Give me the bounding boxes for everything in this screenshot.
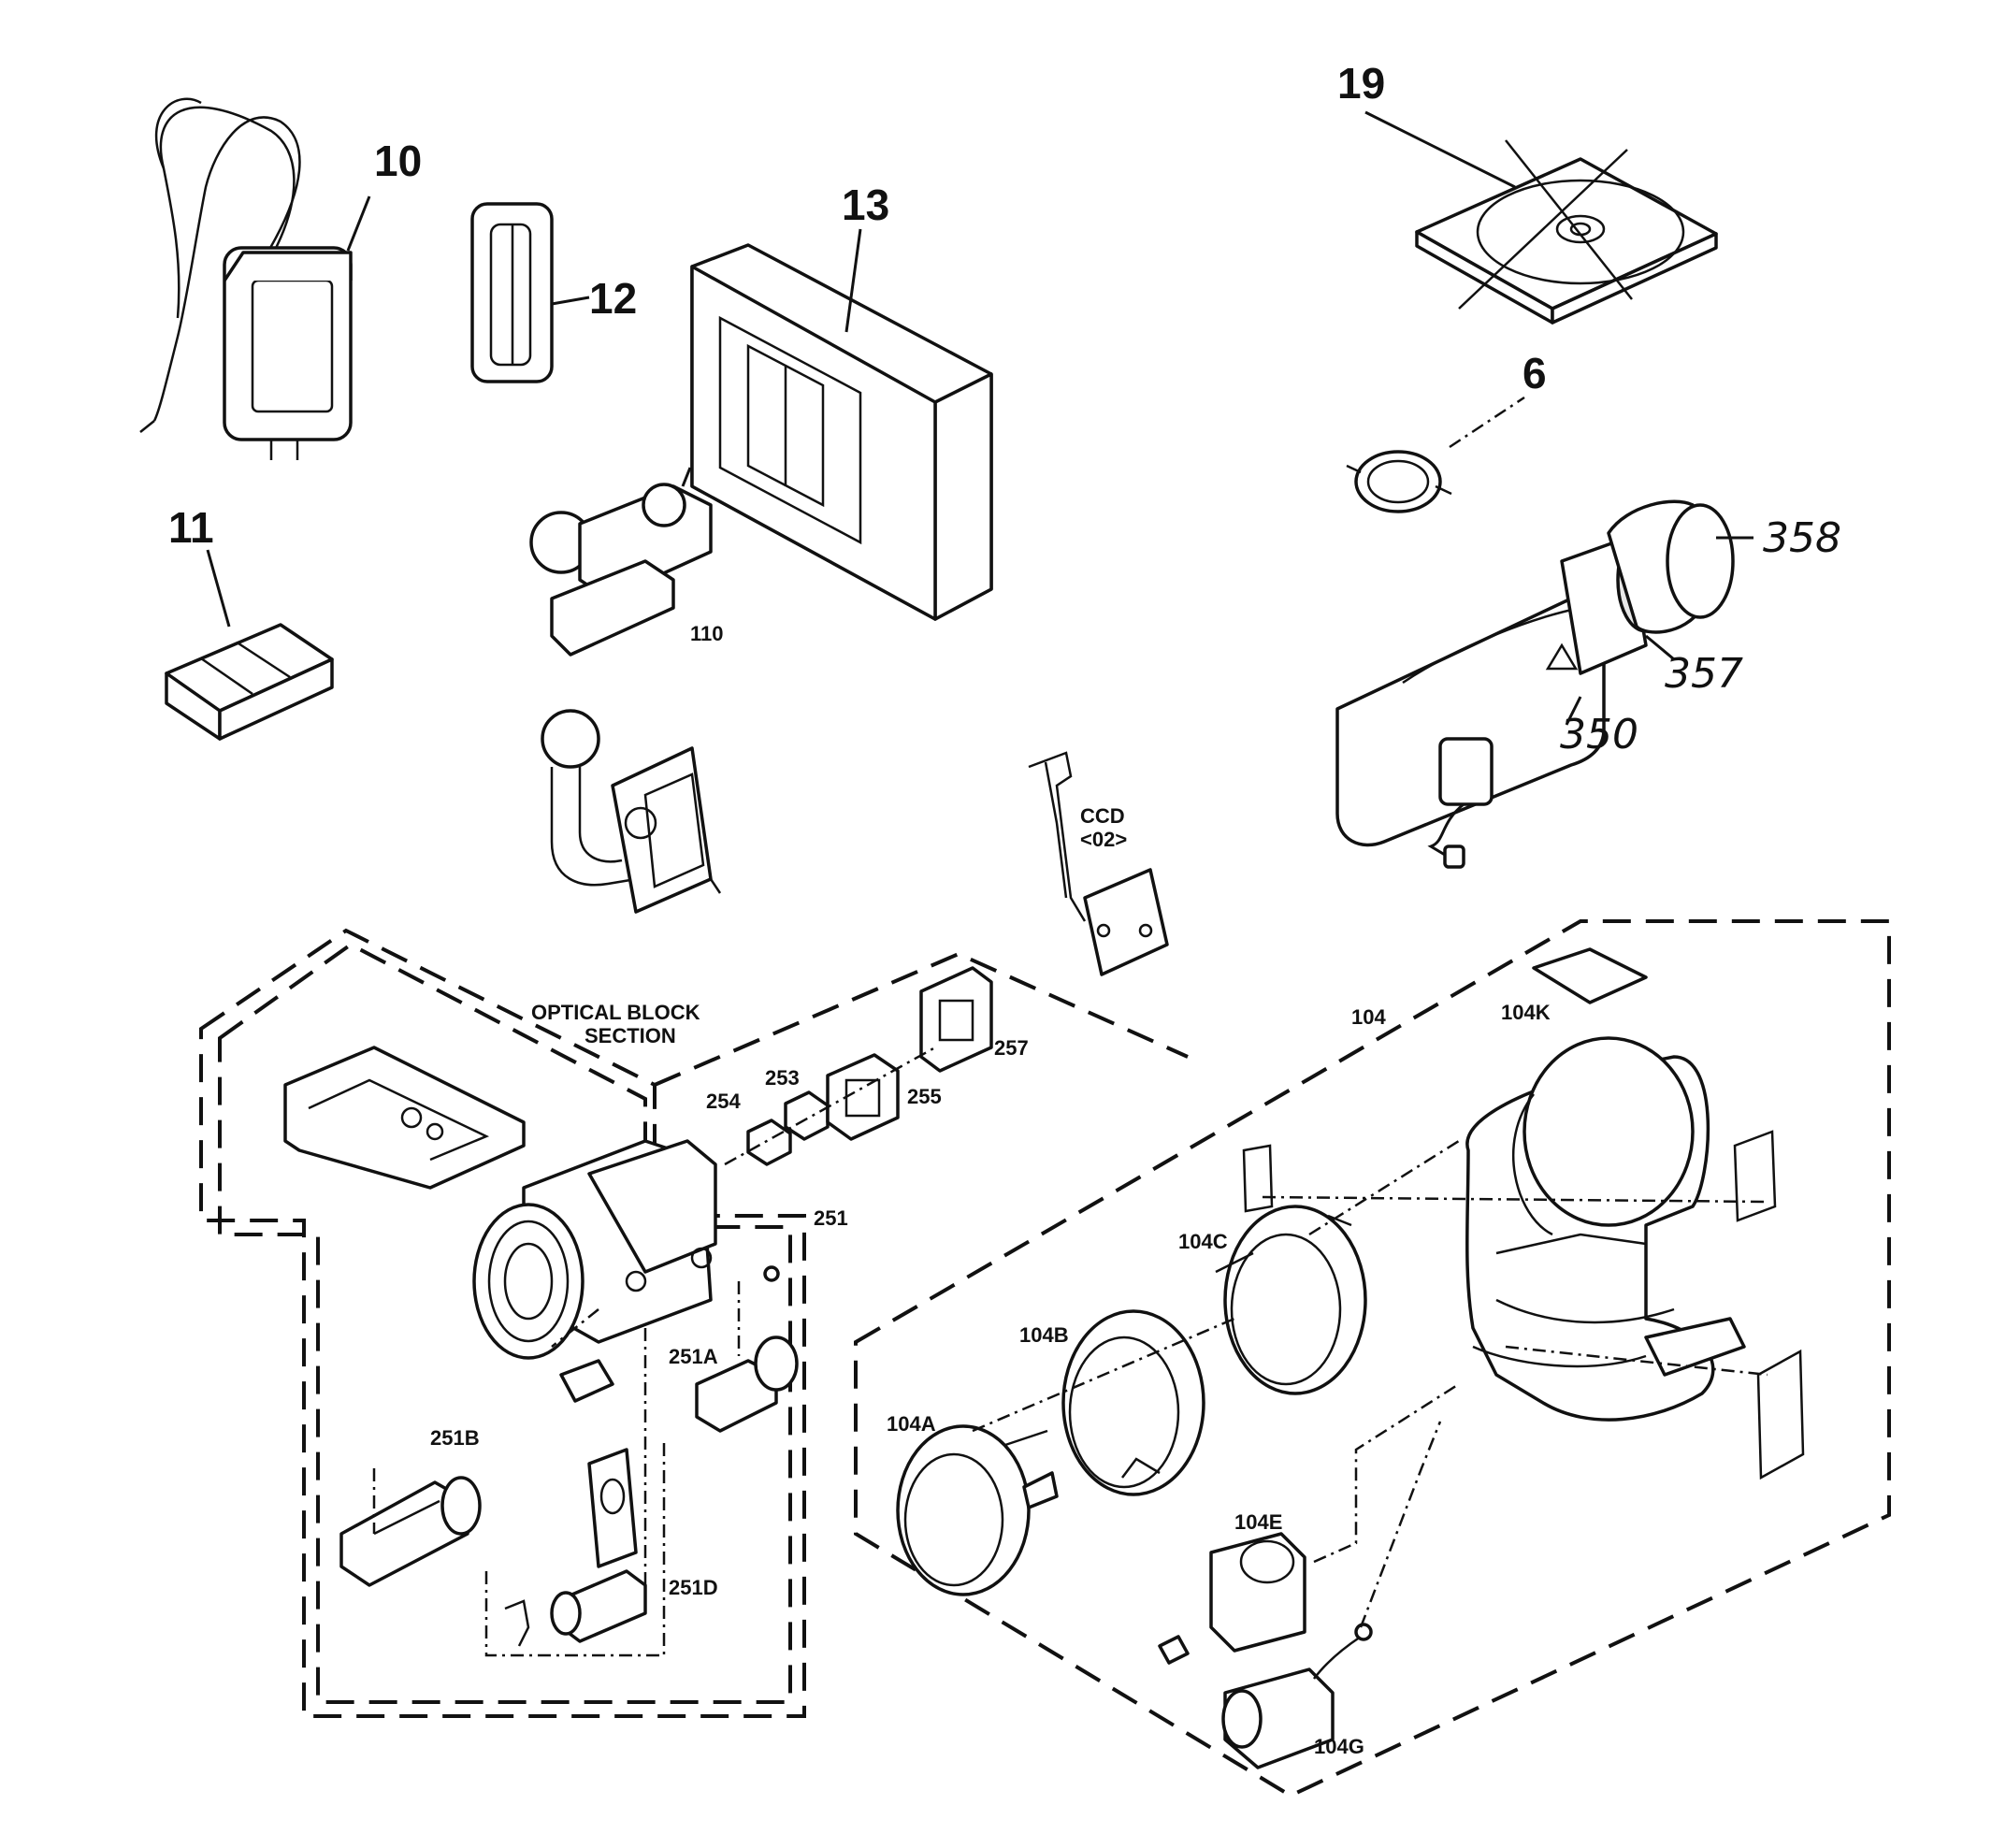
lens-unit-251-part xyxy=(472,1139,780,1590)
optical-block-boundary xyxy=(199,928,1189,1718)
chassis-plate-part xyxy=(283,1046,526,1190)
housing-body-part xyxy=(1262,1036,1768,1422)
label-358: 358 xyxy=(1763,514,1841,562)
label-11: 11 xyxy=(168,503,214,552)
label-104B: 104B xyxy=(1019,1323,1069,1347)
label-10: 10 xyxy=(374,137,422,185)
label-357: 357 xyxy=(1665,650,1743,698)
label-257: 257 xyxy=(994,1036,1029,1060)
label-104C: 104C xyxy=(1178,1230,1228,1253)
ring-104A-part xyxy=(896,1317,1235,1596)
label-104: 104 xyxy=(1351,1005,1386,1029)
ccd-board-part xyxy=(1028,751,1169,976)
label-section: SECTION xyxy=(584,1024,676,1047)
label-ccd: CCD xyxy=(1080,804,1125,828)
label-104E: 104E xyxy=(1234,1510,1282,1534)
housing-boundary xyxy=(854,919,1891,1798)
motor-251B-part xyxy=(339,1468,482,1587)
label-110: 110 xyxy=(690,622,724,645)
lens-ring-part xyxy=(1346,396,1525,513)
label-ccd-02: <02> xyxy=(1080,828,1127,851)
label-251: 251 xyxy=(814,1206,848,1230)
label-251D: 251D xyxy=(669,1576,718,1599)
label-255: 255 xyxy=(907,1085,942,1108)
cd-case-part xyxy=(1364,110,1718,325)
optics-stack-part xyxy=(724,966,993,1166)
label-251B: 251B xyxy=(430,1426,480,1450)
label-104A: 104A xyxy=(887,1412,936,1436)
label-6: 6 xyxy=(1523,349,1547,397)
label-253: 253 xyxy=(765,1066,800,1090)
mechanism-110-part xyxy=(529,467,722,914)
ac-adapter-part xyxy=(139,97,371,460)
strap-part xyxy=(470,202,590,383)
label-19: 19 xyxy=(1337,59,1385,108)
label-350: 350 xyxy=(1560,711,1638,758)
label-251A: 251A xyxy=(669,1345,718,1368)
manual-box-part xyxy=(690,228,993,621)
lamp-cover-104G-part xyxy=(1221,1421,1442,1769)
label-104G: 104G xyxy=(1314,1735,1364,1758)
lamp-104E-part xyxy=(1158,1382,1460,1665)
ring-104C-part xyxy=(1215,1139,1460,1395)
motor-251A-part xyxy=(695,1281,799,1433)
label-optical-block: OPTICAL BLOCK xyxy=(531,1001,700,1024)
label-12: 12 xyxy=(589,274,637,323)
label-104K: 104K xyxy=(1501,1001,1551,1024)
label-plate-104K-part xyxy=(1242,947,1805,1480)
label-13: 13 xyxy=(842,180,889,229)
bracket-part xyxy=(559,1359,614,1403)
battery-part xyxy=(165,549,334,741)
ring-104B-part xyxy=(1061,1309,1205,1496)
label-254: 254 xyxy=(706,1090,741,1113)
viewfinder-assembly-part xyxy=(1335,499,1753,869)
motor-251D-part xyxy=(484,1440,666,1657)
